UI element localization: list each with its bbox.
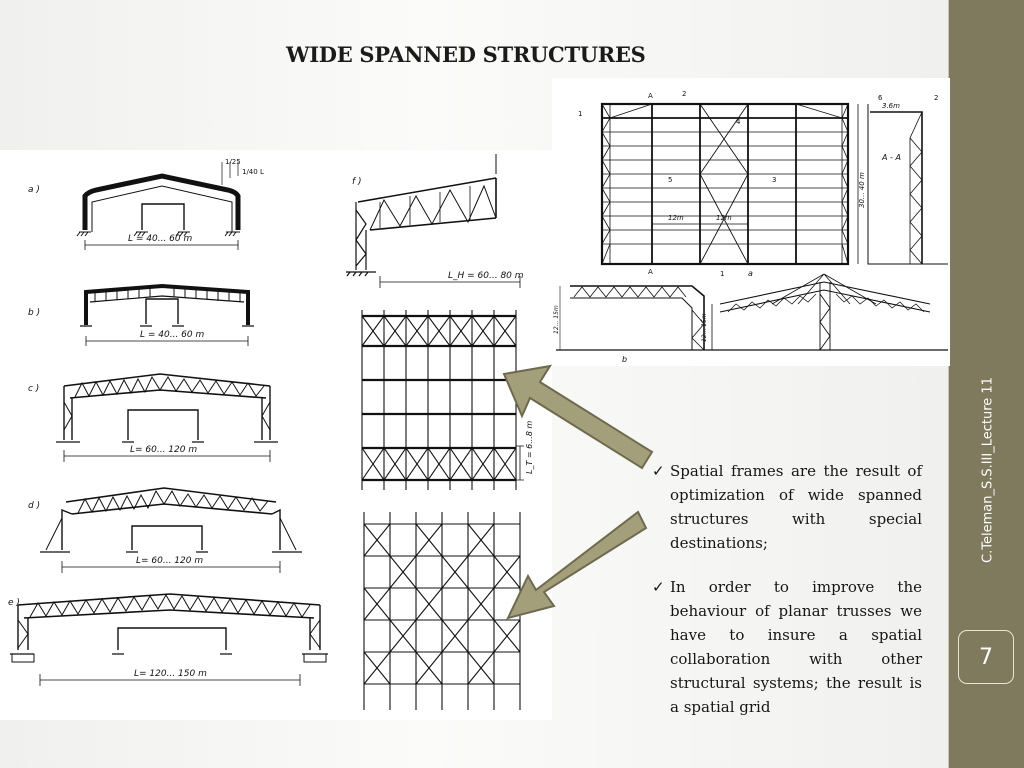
sidebar-divider	[948, 0, 949, 768]
frame-f: f ) L_H = 60... 80 m	[346, 154, 524, 288]
frame-f-span: L_H = 60... 80 m	[448, 271, 524, 281]
plan-marker-a: A	[648, 92, 653, 100]
frame-c: c ) L= 60... 120 m	[28, 373, 278, 462]
frame-d-label: d )	[28, 501, 40, 511]
plan-tag-2: 2	[682, 90, 686, 98]
section-label: A - A	[881, 153, 901, 162]
frame-a-height: 1/40 L	[242, 168, 264, 176]
frame-d-span: L= 60... 120 m	[136, 556, 203, 566]
frame-b-span: L = 40... 60 m	[140, 330, 204, 340]
sidebar	[948, 0, 1024, 768]
plan-sub-a: a	[748, 269, 753, 278]
plan-tag-4: 4	[736, 118, 741, 126]
elevation-sub-b: b	[622, 355, 627, 364]
section-tag-2: 2	[934, 94, 938, 102]
frame-b-label: b )	[28, 308, 40, 318]
plan-marker-a-bottom: A	[648, 268, 653, 276]
frame-e-span: L= 120... 150 m	[134, 669, 207, 679]
frame-c-span: L= 60... 120 m	[130, 445, 197, 455]
frame-e-label: e )	[8, 598, 20, 608]
frame-d: d ) L= 60... 120 m	[28, 487, 302, 573]
plan-drawings-panel: 12m 12m 30... 40 m A A 1 2 3 4 5 1 a A -…	[552, 78, 950, 366]
frame-a-span: L = 40... 60 m	[128, 234, 192, 244]
frame-e: e ) L= 120... 150 m	[8, 593, 328, 686]
bullet-text: Spatial frames are the result of optimiz…	[670, 462, 922, 552]
plan-tag-1: 1	[578, 110, 582, 118]
section-height: 3.6m	[882, 102, 900, 110]
frame-a-label: a )	[28, 185, 40, 195]
elevation-label-1: 12... 15m	[553, 305, 560, 334]
bullet-list: ✓ Spatial frames are the result of optim…	[652, 459, 922, 739]
frame-a-slope: 1/25	[225, 158, 241, 166]
frame-a: a ) L = 40... 60 m 1/25 1/40 L	[28, 158, 264, 250]
bullet-text: In order to improve the behaviour of pla…	[670, 578, 922, 716]
elevation-label-2: 12... 15m	[701, 313, 708, 342]
roof-plan: 12m 12m 30... 40 m A A 1 2 3 4 5 1 a	[578, 90, 866, 278]
bullet-item: ✓ Spatial frames are the result of optim…	[652, 459, 922, 555]
frame-drawings-panel: a ) L = 40... 60 m 1/25 1/40 L b ) L = 4…	[0, 150, 552, 720]
frame-drawings: a ) L = 40... 60 m 1/25 1/40 L b ) L = 4…	[8, 154, 534, 710]
elevation-views: 12... 15m 12... 15m b	[553, 273, 948, 364]
arrow-up-left-icon	[502, 364, 654, 470]
arrow-upper	[502, 364, 654, 470]
footer-text: C.Teleman_S.S.III_Lecture 11	[980, 377, 996, 563]
plan-width: 30... 40 m	[858, 172, 866, 208]
frame-f-label: f )	[352, 177, 362, 187]
bullet-item: ✓ In order to improve the behaviour of p…	[652, 575, 922, 719]
plan-tag-5: 5	[668, 176, 672, 184]
grid-spacing-label: L_T = 6...8 m	[525, 421, 534, 474]
check-icon: ✓	[652, 578, 665, 596]
spatial-grid-2	[363, 512, 521, 710]
frame-b: b ) L = 40... 60 m	[28, 283, 254, 346]
arrow-down-left-icon	[506, 510, 648, 620]
plan-tag-1-bottom: 1	[720, 270, 724, 278]
arrow-lower	[506, 510, 648, 620]
spatial-grid-1: L_T = 6...8 m	[361, 310, 534, 490]
frame-c-label: c )	[28, 384, 39, 394]
plan-spacing-2: 12m	[716, 214, 732, 222]
page-number: 7	[958, 630, 1014, 684]
section-tag-6: 6	[878, 94, 883, 102]
check-icon: ✓	[652, 462, 665, 480]
section-a-a: A - A 3.6m 6 2	[867, 94, 948, 265]
plan-drawings: 12m 12m 30... 40 m A A 1 2 3 4 5 1 a A -…	[553, 90, 948, 364]
plan-spacing-1: 12m	[668, 214, 684, 222]
slide-title: WIDE SPANNED STRUCTURES	[286, 42, 646, 67]
plan-tag-3: 3	[772, 176, 776, 184]
